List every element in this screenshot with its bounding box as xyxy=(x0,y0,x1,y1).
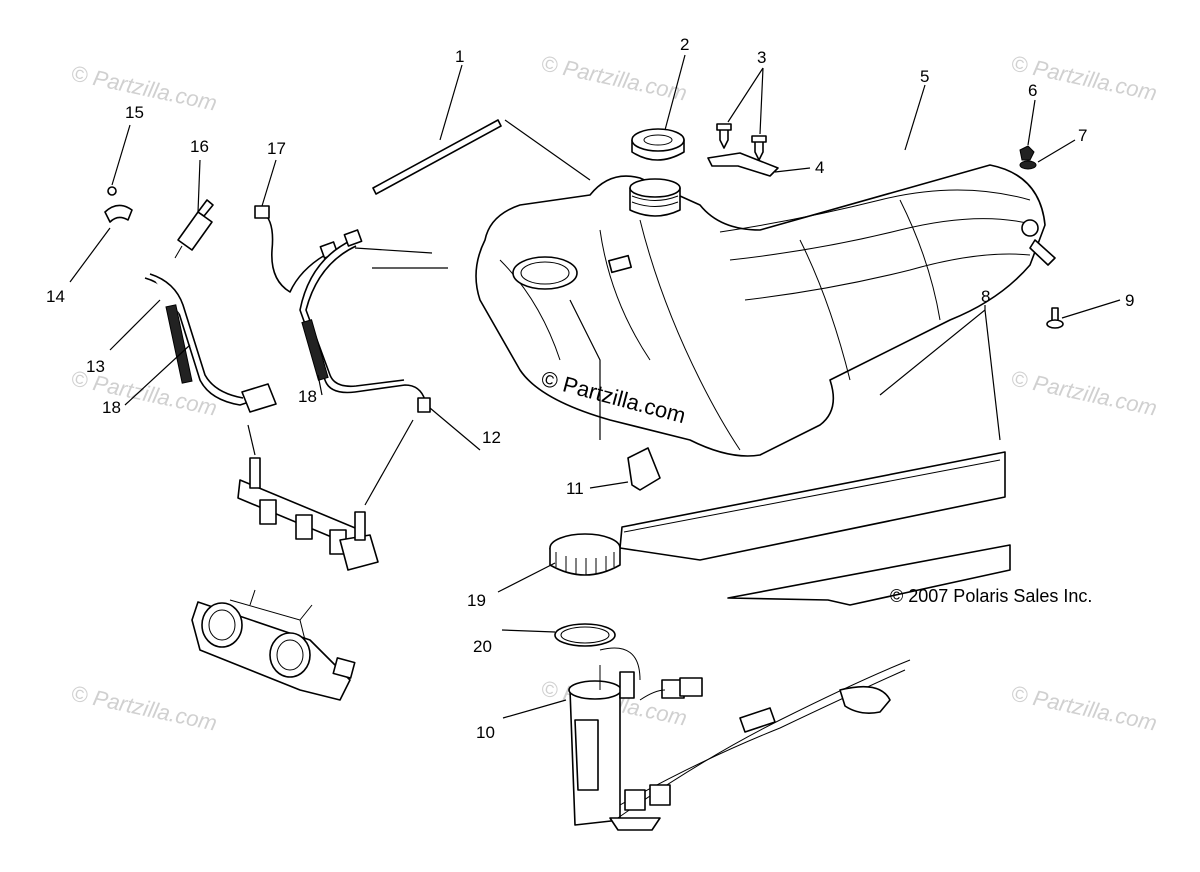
callout-5: 5 xyxy=(920,67,929,86)
leader-lines xyxy=(69,54,1121,719)
fuel-filter xyxy=(174,199,214,259)
lock-ring xyxy=(549,533,621,576)
callout-3: 3 xyxy=(757,48,766,67)
callout-18-left: 18 xyxy=(102,398,121,417)
fuel-tank xyxy=(475,164,1056,457)
callout-6: 6 xyxy=(1028,81,1037,100)
throttle-body xyxy=(191,589,356,701)
callout-8: 8 xyxy=(981,287,990,306)
bracket xyxy=(707,152,779,177)
fuel-pump-assembly xyxy=(568,647,911,831)
callout-2: 2 xyxy=(680,35,689,54)
callout-18-right: 18 xyxy=(298,387,317,406)
callout-14: 14 xyxy=(46,287,65,306)
watermark-top-left: © Partzilla.com xyxy=(69,60,219,115)
callout-4: 4 xyxy=(815,158,824,177)
watermark-bottom-left: © Partzilla.com xyxy=(69,680,219,735)
heat-shields xyxy=(619,451,1011,606)
callout-20: 20 xyxy=(473,637,492,656)
fuel-rail xyxy=(237,457,379,571)
callout-10: 10 xyxy=(476,723,495,742)
callout-1: 1 xyxy=(455,47,464,66)
fuel-hose-right xyxy=(299,229,431,413)
mount-hardware xyxy=(1019,145,1064,329)
clamp-14 xyxy=(104,186,133,223)
callout-12: 12 xyxy=(482,428,501,447)
watermark-bottom-right: © Partzilla.com xyxy=(1009,680,1159,735)
pad xyxy=(627,447,661,491)
callout-15: 15 xyxy=(125,103,144,122)
watermark-mid-right: © Partzilla.com xyxy=(1009,365,1159,420)
callout-9: 9 xyxy=(1125,291,1134,310)
copyright-notice: © 2007 Polaris Sales Inc. xyxy=(890,586,1092,606)
callout-7: 7 xyxy=(1078,126,1087,145)
vent-tube xyxy=(372,119,502,195)
callout-19: 19 xyxy=(467,591,486,610)
callout-17: 17 xyxy=(267,139,286,158)
callout-11: 11 xyxy=(566,479,584,498)
screws xyxy=(716,123,767,161)
callout-13: 13 xyxy=(86,357,105,376)
callout-16: 16 xyxy=(190,137,209,156)
filler-neck xyxy=(629,178,681,217)
watermark-top-center: © Partzilla.com xyxy=(539,50,689,105)
fuel-hose-left xyxy=(144,273,277,413)
gasket xyxy=(554,623,616,647)
fuel-cap xyxy=(631,128,685,161)
callout-labels: 1 2 3 4 5 6 7 8 9 10 11 12 13 14 15 16 1… xyxy=(46,35,1134,742)
